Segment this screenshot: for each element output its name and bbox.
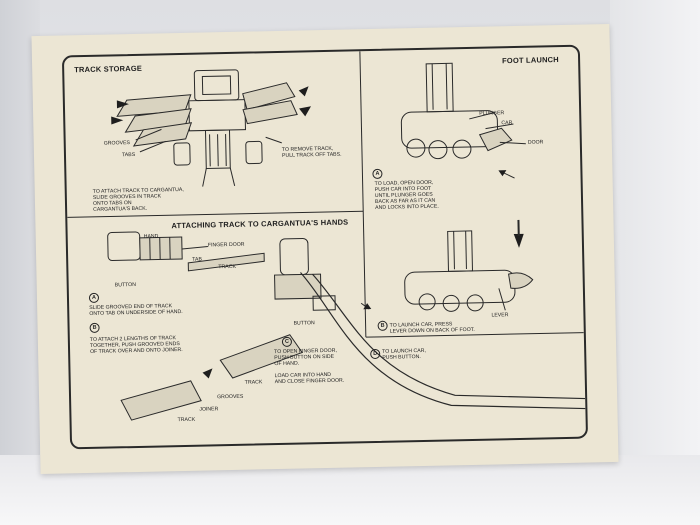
hand-label: HAND [143, 233, 159, 240]
remove-track-text: TO REMOVE TRACK, PULL TRACK OFF TABS. [281, 145, 342, 159]
track-label-b: TRACK [244, 379, 263, 386]
hand-step-c-text: TO OPEN FINGER DOOR, PUSH BUTTON ON SIDE… [274, 347, 345, 386]
hand-step-b-text: TO ATTACH 2 LENGTHS OF TRACK TOGETHER, P… [89, 335, 183, 355]
joiner-drawing-b [120, 334, 303, 421]
instruction-sheet: TRACK STORAGE GROOVES TABS TO REMOVE TRA… [31, 23, 619, 475]
hand-step-a-text: SLIDE GROOVED END OF TRACK ONTO TAB ON U… [89, 303, 183, 317]
car-label: CAR [501, 120, 513, 127]
grooves-label-b: GROOVES [217, 393, 244, 401]
door-label: DOOR [527, 139, 544, 146]
finger-door-label: FINGER DOOR [207, 241, 245, 249]
joiner-label: JOINER [199, 406, 219, 413]
foot-step-a-text: TO LOAD, OPEN DOOR, PUSH CAR INTO FOOT U… [374, 179, 439, 211]
track-label-joiner: TRACK [177, 416, 196, 424]
track-pieces-right [242, 82, 298, 125]
foot-drawing-bottom [404, 230, 534, 312]
backdrop-right [610, 0, 700, 525]
tab-label: TAB [192, 256, 202, 263]
arrow-markers [111, 86, 312, 125]
foot-launch-title: FOOT LAUNCH [502, 55, 559, 66]
foot-step-b-text: TO LAUNCH CAR, PRESS LEVER DOWN ON BACK … [389, 321, 475, 335]
foot-drawing-top [400, 62, 526, 160]
attach-track-text: TO ATTACH TRACK TO CARGANTUA, SLIDE GROO… [92, 186, 184, 213]
track-pieces-left [116, 94, 193, 147]
track-label-a: TRACK [218, 263, 237, 271]
track-storage-title: TRACK STORAGE [74, 63, 143, 75]
line-drawings [67, 51, 586, 421]
plunger-label: PLUNGER [479, 110, 505, 117]
hand-drawing-a [107, 231, 265, 272]
button-label-c: BUTTON [293, 320, 315, 327]
tabs-label: TABS [121, 151, 136, 159]
step-d-text: TO LAUNCH CAR, PUSH BUTTON. [382, 347, 426, 361]
instruction-frame: TRACK STORAGE GROOVES TABS TO REMOVE TRA… [61, 44, 589, 450]
button-label-a: BUTTON [114, 281, 137, 289]
lever-label: LEVER [491, 312, 509, 319]
grooves-label: GROOVES [103, 140, 131, 147]
hand-drawing-c [274, 237, 336, 311]
